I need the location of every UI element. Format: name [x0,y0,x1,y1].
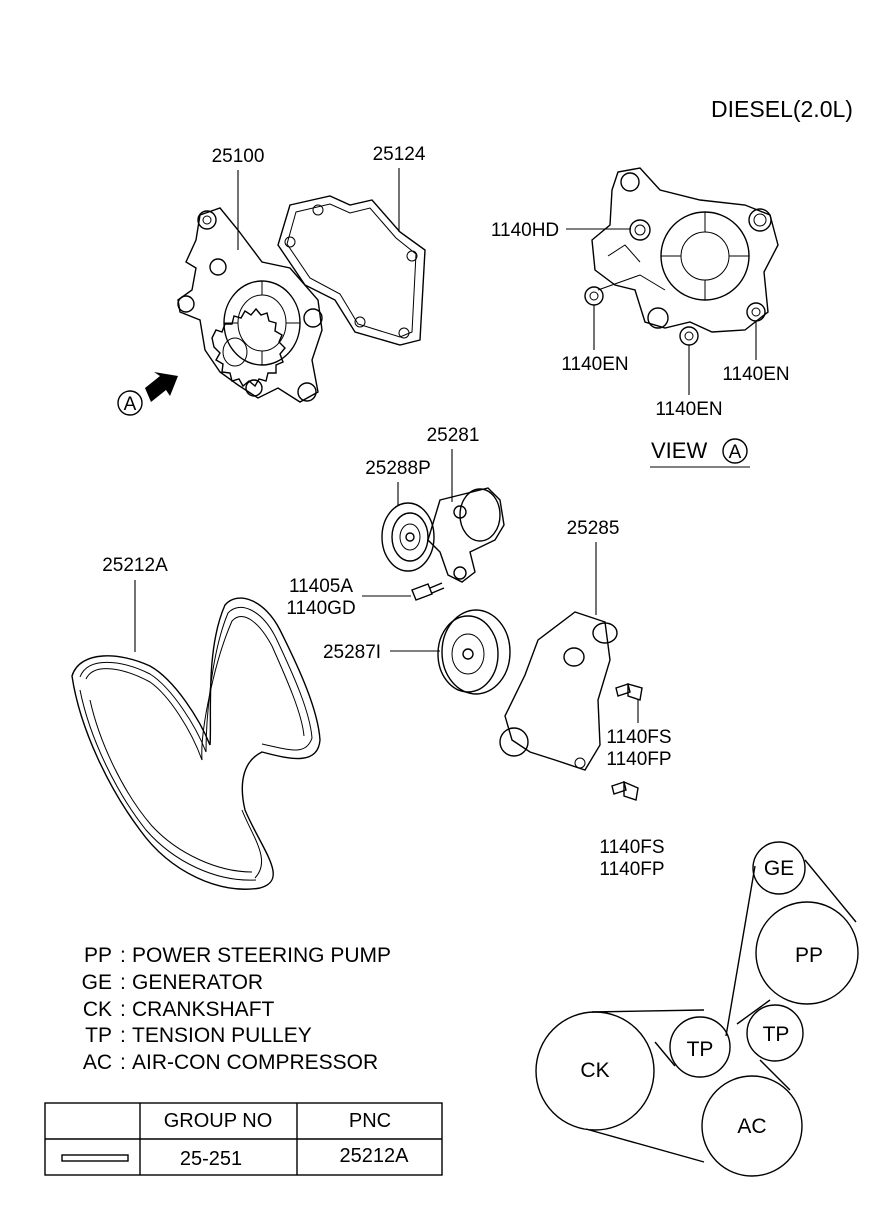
table-cell-group-no: 25-251 [180,1148,242,1170]
label-1140EN-middle: 1140EN [655,399,722,420]
legend-code-pp: PP [84,944,112,967]
engine-title: DIESEL(2.0L) [711,96,853,122]
legend-colon: : [120,1024,126,1047]
arrow-ref-letter: A [124,394,137,415]
legend-desc-ac: AIR-CON COMPRESSOR [132,1051,378,1074]
table-cell-pnc: 25212A [340,1145,410,1167]
legend-colon: : [120,1051,126,1074]
legend-colon: : [120,998,126,1021]
water-pump-drawing [177,207,323,403]
view-label: VIEW [651,438,707,463]
label-25124: 25124 [373,144,426,165]
pulley-ck: CK [580,1059,609,1082]
legend-code-ck: CK [83,998,112,1021]
label-1140EN-left: 1140EN [561,354,628,375]
table-header-group-no: GROUP NO [164,1110,273,1132]
legend-desc-ge: GENERATOR [132,971,263,994]
pulley-ac: AC [737,1115,766,1138]
legend-colon: : [120,944,126,967]
belt-routing: GE PP TP TP CK AC [535,841,859,1177]
bolt-1140fs-upper [615,683,643,701]
view-a-caption: VIEW A [650,438,750,468]
label-11405A: 11405A [289,576,353,597]
v-belt-drawing [71,597,321,890]
label-1140FP-lower: 1140FP [599,859,664,880]
view-arrow: A [117,372,178,416]
bolt-1140fs-lower [611,780,639,801]
label-1140FS-upper: 1140FS [606,727,671,748]
label-25288P: 25288P [365,458,431,479]
label-1140FS-lower: 1140FS [599,837,664,858]
bracket-drawing [499,611,618,771]
pulley-pp: PP [795,944,823,967]
legend: PP : POWER STEERING PUMP GE : GENERATOR … [82,944,391,1074]
belt-symbol [61,1154,129,1162]
view-ref-letter: A [729,442,742,463]
legend-desc-ck: CRANKSHAFT [132,998,275,1021]
label-1140HD: 1140HD [491,220,559,241]
idler-pulley-drawing [437,609,511,695]
bolt-11405a [411,582,445,601]
legend-code-ac: AC [83,1051,112,1074]
legend-desc-pp: POWER STEERING PUMP [132,944,391,967]
label-25287I: 25287I [323,642,381,663]
legend-code-ge: GE [82,971,112,994]
gasket-drawing [277,195,426,346]
pulley-ge: GE [764,857,794,880]
legend-code-tp: TP [85,1024,112,1047]
label-1140GD: 1140GD [286,598,355,619]
label-1140FP-upper: 1140FP [606,749,671,770]
label-25281: 25281 [427,425,480,446]
label-25100: 25100 [212,146,265,167]
table-header-pnc: PNC [349,1110,391,1132]
parts-table: GROUP NO PNC 25-251 25212A [44,1102,443,1176]
label-1140EN-right: 1140EN [722,364,789,385]
pulley-tp-right: TP [763,1023,790,1046]
legend-desc-tp: TENSION PULLEY [132,1024,312,1047]
tensioner-drawing [381,487,505,583]
pump-housing-view-a [584,167,779,346]
pulley-tp-left: TP [687,1038,714,1061]
label-25212A: 25212A [102,555,168,576]
legend-colon: : [120,971,126,994]
label-25285: 25285 [567,518,620,539]
